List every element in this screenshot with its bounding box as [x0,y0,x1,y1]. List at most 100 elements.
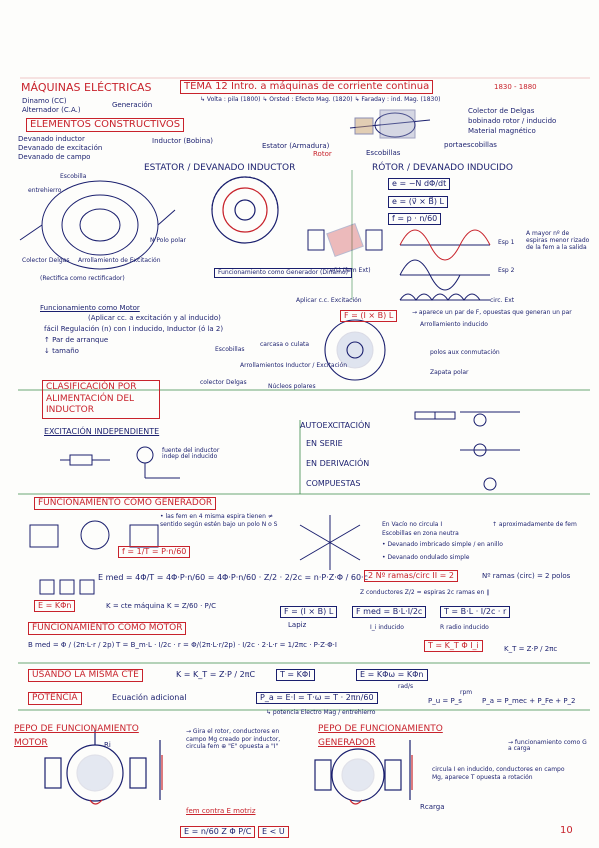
page-number: 10 [560,825,573,836]
rectifica-label: (Rectifica como rectificador) [40,275,125,282]
motor-block-title: Funcionamiento como Motor [40,304,140,312]
misma-rpm: rpm [460,689,473,696]
motor-bullet-1: fácil Regulación (n) con I inducido, Ind… [44,325,224,333]
ml-carcasa: carcasa o culata [260,341,310,348]
motor-rr: R radio inducido [440,624,489,631]
potencia-note: ↳ potencia Electro Mag / entrehierro [266,709,376,716]
generator-rotor-sketch [29,515,361,595]
clasificacion-title: CLASIFICACIÓN POR ALIMENTACIÓN DEL INDUC… [42,380,160,420]
ml-escobillas: Escobillas [215,346,245,353]
esp2-label: Esp 2 [498,267,515,274]
n-polo-label: N Polo polar [150,237,187,244]
pepo-gen-title: PEPO DE FUNCIONAMIENTO GENERADOR [318,724,443,749]
rotor-heading: RÓTOR / DEVANADO INDUCIDO [372,163,513,173]
pepo-generator-drawing [314,740,411,802]
autoexcitacion: AUTOEXCITACIÓN [300,421,371,430]
right-label-4: portaescobillas [444,141,497,149]
independiente-note: fuente del inductor indep del inducido [162,447,220,460]
potencia-sub: Ecuación adicional [112,693,187,702]
k-formula: K = cte máquina K = Z/60 · P/C [106,602,217,610]
ml-colector: colector Delgas [200,379,247,386]
motor-bmed: B med = Φ / (2π·L·r / 2p) [28,641,115,649]
serie: EN SERIE [306,439,343,448]
vacio2: Escobillas en zona neutra [382,530,459,537]
circ-label: circ. Ext [490,297,515,304]
pepo-motor-note: → Gira el rotor, conductores en campo Mg… [186,728,281,750]
rotor-label: Rotor [313,150,332,158]
elem-line-3: Devanado de campo [18,153,91,161]
elementos-title: ELEMENTOS CONSTRUCTIVOS [26,118,185,132]
pepo-rcarga: Rcarga [420,803,445,811]
right-label-2: bobinado rotor / inducido [468,117,557,125]
arrollamiento-label: Arrollamiento de Excitación [78,257,161,264]
generacion-label: Generación [112,101,153,109]
motor-block-line: (Aplicar cc. a excitación y al inducido) [88,314,221,322]
alternador-label: Alternador (C.A.) [22,106,81,114]
ml-inducido: Arrollamiento inducido [420,321,488,328]
generador-title: FUNCIONAMIENTO COMO GENERADOR [34,497,217,510]
pepo-gen-note: → funcionamiento como G a carga [508,739,587,752]
f-formula: f = 1/T = P·n/60 [118,546,191,558]
formula-vxb: e = (v⃗ × B⃗) L [388,196,448,208]
right-label-1: Colector de Delgas [468,107,535,115]
escobilla-label: Escobilla [60,173,87,180]
motor-t: T = K_T Φ I_i [424,640,483,652]
generator-coil-diagram [307,222,383,258]
misma-t: T = KΦI [276,669,315,681]
potencia-pu: P_u = P_s [428,697,462,705]
ramas3: Z conductores Z/2 = espiras 2c ramas en … [360,589,490,596]
ek-formula: E = KΦn [34,600,76,612]
excitation-circuits [60,411,520,491]
force-note: → aparece un par de F, opuestas que gene… [412,309,572,316]
elem-line-1: Devanado inductor [18,135,85,143]
ramas2: Nº ramas (circ) = 2 polos [482,572,571,580]
pepo-ecu: E < U [258,826,289,838]
independiente-title: EXCITACIÓN INDEPENDIENTE [44,427,160,436]
pepo-motor-drawing [44,730,161,802]
colector-label: Colector Delgas [22,257,70,264]
ondulado: • Devanado ondulado simple [382,554,470,561]
inductor-label: Inductor (Bobina) [152,137,214,145]
elem-line-2: Devanado de excitación [18,144,103,152]
imbricado: • Devanado imbricado simple / en anillo [382,541,503,548]
compuestas: COMPUESTAS [306,479,361,488]
emed-formula: E med = 4Φ/T = 4Φ·P·n/60 = 4Φ·P·n/60 · Z… [98,573,368,582]
estator-label: Estator (Armadura) [262,142,330,150]
pepo-e-eq: E = n/60 Z Φ P/C [180,826,256,838]
esp1-label: Esp 1 [498,239,515,246]
estator-heading: ESTATOR / DEVANADO INDUCTOR [144,163,296,173]
generador-note: • las fem en 4 misma espira tienen ≠ sen… [160,513,278,528]
potencia-pa: P_a = P_mec + P_Fe + P_2 [482,697,576,705]
tema-title: TEMA 12 Intro. a máquinas de corriente c… [180,80,434,94]
ml-nucleos: Núcleos polares [268,383,316,390]
motor-tlr: T = B·L · I/2c · r [440,606,511,618]
pepo-fcem: fem contra E motriz [186,807,256,815]
escobillas-label: Escobillas [366,149,401,157]
motor-lapiz: Lapiz [288,621,307,629]
fem-label: e(t) (fem Ext) [330,267,371,274]
pepo-gen-note2: circula I en inducido, conductores en ca… [432,766,565,781]
misma-rad: rad/s [398,683,414,690]
motor-bullet-3: ↓ tamaño [44,347,79,355]
vacio: En Vacío no circula I [382,521,443,528]
motor-cross-section [324,319,386,381]
misma-title: USANDO LA MISMA CTE [28,669,143,682]
motor-fmed: F med = B·L·I/2c [352,606,427,618]
mayor-note: A mayor nº de espiras menor rizado de la… [526,230,590,252]
stator-sketch [19,180,176,270]
pepo-motor-title: PEPO DE FUNCIONAMIENTO MOTOR [14,724,139,749]
motor-title: FUNCIONAMIENTO COMO MOTOR [28,622,187,635]
potencia-title: POTENCIA [28,692,82,705]
right-label-3: Material magnético [468,127,536,135]
rotor-sketch [349,109,431,139]
motor-bullet-2: ↑ Par de arranque [44,336,109,344]
derivacion: EN DERIVACIÓN [306,459,370,468]
page-title: MÁQUINAS ELÉCTRICAS [21,81,152,94]
aprox: ↑ aproximadamente de fem [492,521,577,528]
years: 1830 - 1880 [494,83,537,91]
dinamo-label: Dinamo (CC) [22,97,67,105]
force-formula: F = (I × B) L [340,310,398,322]
misma-k: K = K_T = Z·P / 2πC [176,670,256,679]
